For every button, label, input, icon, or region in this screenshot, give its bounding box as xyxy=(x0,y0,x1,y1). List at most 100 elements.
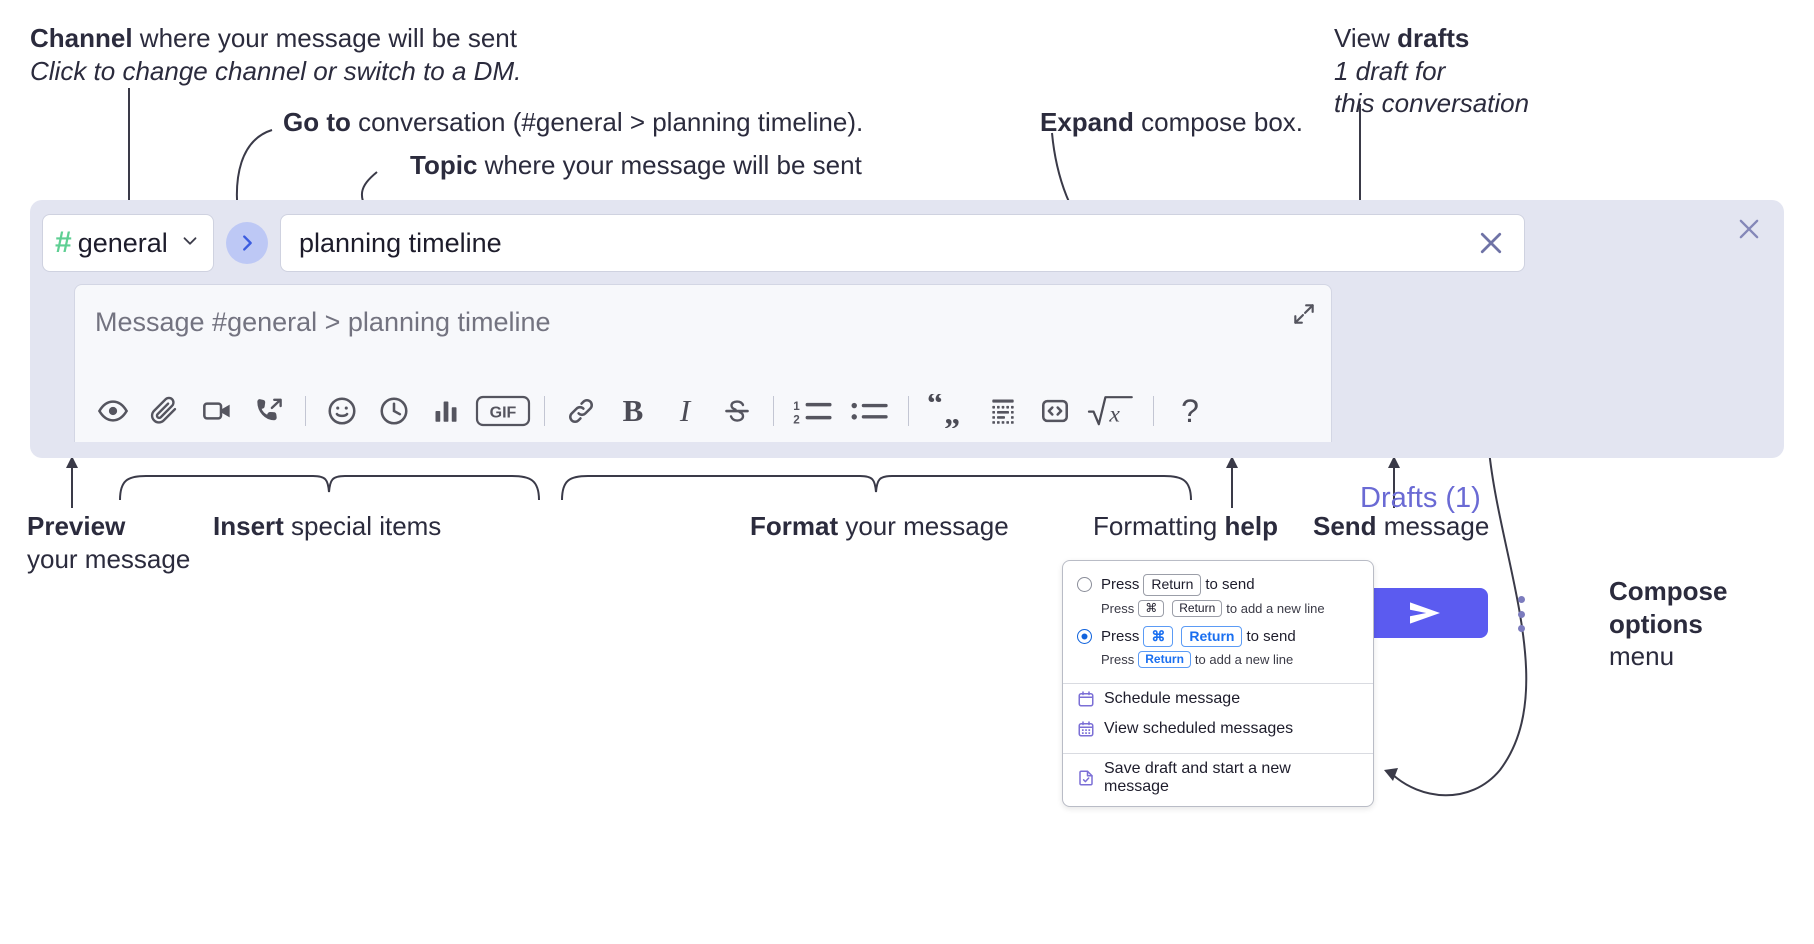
radio-cmd-return[interactable] xyxy=(1077,628,1092,644)
annotation-send: Send message xyxy=(1313,510,1489,543)
annotation-format-bold: Format xyxy=(750,511,839,541)
key-command: ⌘ xyxy=(1143,625,1174,647)
video-icon[interactable] xyxy=(191,385,243,437)
menu-item-label: Schedule message xyxy=(1104,690,1241,707)
annotation-drafts-bold: drafts xyxy=(1397,23,1470,53)
send-option-cmd-return-sub: Press Return to add a new line xyxy=(1063,650,1373,674)
annotation-drafts-italic1: 1 draft for xyxy=(1334,55,1446,86)
code-icon[interactable] xyxy=(1029,385,1081,437)
send-button[interactable] xyxy=(1362,588,1488,638)
svg-text:1: 1 xyxy=(793,400,800,413)
poll-icon[interactable] xyxy=(420,385,472,437)
option1-press: Press xyxy=(1101,576,1140,594)
key-return: Return xyxy=(1143,574,1202,596)
math-icon[interactable]: x xyxy=(1081,385,1143,437)
annotation-expand: Expand compose box. xyxy=(1040,106,1303,139)
send-option-return[interactable]: Press Return to send xyxy=(1063,571,1373,599)
annotation-insert: Insert special items xyxy=(213,510,441,543)
toolbar-separator xyxy=(908,396,909,426)
annotation-goto: Go to conversation (#general > planning … xyxy=(283,106,863,139)
menu-item-label: View scheduled messages xyxy=(1104,720,1294,737)
annotation-preview-bold: Preview xyxy=(27,511,126,541)
annotation-channel-rest: where your message will be sent xyxy=(132,23,517,53)
expand-icon xyxy=(1294,304,1314,324)
attachment-icon[interactable] xyxy=(139,385,191,437)
annotation-goto-rest: conversation (#general > planning timeli… xyxy=(350,107,864,137)
close-icon xyxy=(1739,219,1759,239)
toolbar-separator xyxy=(305,396,306,426)
gif-icon[interactable]: GIF xyxy=(472,385,534,437)
help-icon[interactable]: ? xyxy=(1181,392,1199,429)
toolbar-separator xyxy=(773,396,774,426)
call-forward-icon[interactable] xyxy=(243,385,295,437)
strikethrough-icon[interactable] xyxy=(711,385,763,437)
topic-field[interactable]: planning timeline xyxy=(280,214,1525,272)
send-option-return-sub: Press ⌘ Return to add a new line xyxy=(1063,599,1373,623)
drafts-link[interactable]: Drafts (1) xyxy=(1360,482,1481,514)
more-vertical-icon xyxy=(1517,610,1525,618)
italic-icon[interactable]: I xyxy=(679,393,691,428)
option2-sub-tail: to add a new line xyxy=(1194,652,1294,667)
annotation-send-rest: message xyxy=(1376,511,1490,541)
message-input-box[interactable]: Message #general > planning timeline xyxy=(74,284,1332,442)
annotation-expand-rest: compose box. xyxy=(1133,107,1304,137)
option2-tail: to send xyxy=(1246,627,1296,645)
menu-item-save-draft[interactable]: Save draft and start a new message xyxy=(1063,754,1373,806)
chevron-down-icon xyxy=(179,230,201,257)
svg-text:2: 2 xyxy=(793,413,800,426)
annotation-drafts-italic2: this conversation xyxy=(1334,88,1530,118)
compose-options-button[interactable] xyxy=(1508,592,1534,636)
annotation-send-bold: Send xyxy=(1313,511,1377,541)
option1-sub-press: Press xyxy=(1101,600,1135,616)
hash-icon: # xyxy=(55,226,72,259)
svg-text:GIF: GIF xyxy=(490,405,517,422)
annotation-goto-bold: Go to xyxy=(283,107,351,137)
menu-item-label: Save draft and start a new message xyxy=(1104,760,1291,795)
menu-divider xyxy=(1063,753,1373,754)
annotation-topic-rest: where your message will be sent xyxy=(477,150,862,180)
key-command: ⌘ xyxy=(1138,599,1165,617)
annotation-channel: Channel where your message will be sent … xyxy=(30,22,521,87)
calendar-grid-icon xyxy=(1077,720,1095,738)
calendar-icon xyxy=(1077,690,1095,708)
annotation-format-rest: your message xyxy=(838,511,1009,541)
code-block-icon[interactable] xyxy=(977,385,1029,437)
preview-icon[interactable] xyxy=(87,385,139,437)
svg-text:“: “ xyxy=(927,394,943,420)
key-return: Return xyxy=(1181,625,1243,647)
annotation-help-bold: help xyxy=(1224,511,1278,541)
annotation-compose-bold2: options xyxy=(1609,608,1703,639)
send-option-cmd-return[interactable]: Press ⌘ Return to send xyxy=(1063,623,1373,651)
annotation-expand-bold: Expand xyxy=(1040,107,1134,137)
goto-conversation-button[interactable] xyxy=(226,222,268,264)
menu-item-view-scheduled-messages[interactable]: View scheduled messages xyxy=(1063,714,1373,744)
annotation-topic-bold: Topic xyxy=(410,150,478,180)
annotation-preview: Preview your message xyxy=(27,510,190,575)
option2-press: Press xyxy=(1101,627,1140,645)
annotation-help-plain: Formatting xyxy=(1093,511,1225,541)
clock-icon[interactable] xyxy=(368,385,420,437)
channel-selector[interactable]: # general xyxy=(42,214,214,272)
menu-item-schedule-message[interactable]: Schedule message xyxy=(1063,684,1373,714)
bold-icon[interactable]: B xyxy=(622,393,644,428)
option1-tail: to send xyxy=(1205,576,1255,594)
annotation-drafts-plain: View xyxy=(1334,23,1398,53)
link-icon[interactable] xyxy=(555,385,607,437)
annotation-compose-bold1: Compose xyxy=(1609,576,1728,606)
menu-divider xyxy=(1063,683,1373,684)
emoji-icon[interactable] xyxy=(316,385,368,437)
bullet-list-icon[interactable] xyxy=(842,385,898,437)
message-placeholder: Message #general > planning timeline xyxy=(95,307,551,337)
radio-return[interactable] xyxy=(1077,577,1092,593)
panel-close-button[interactable] xyxy=(1732,212,1766,246)
blockquote-icon[interactable]: “ „ xyxy=(919,385,977,437)
expand-compose-button[interactable] xyxy=(1291,301,1317,327)
compose-panel: # general planning timeline xyxy=(30,200,1784,638)
close-icon xyxy=(1480,232,1502,254)
topic-clear-button[interactable] xyxy=(1472,224,1510,262)
annotation-topic: Topic where your message will be sent xyxy=(410,149,862,182)
annotation-compose-options: Compose options menu xyxy=(1609,575,1727,673)
ordered-list-icon[interactable]: 1 2 xyxy=(784,385,842,437)
